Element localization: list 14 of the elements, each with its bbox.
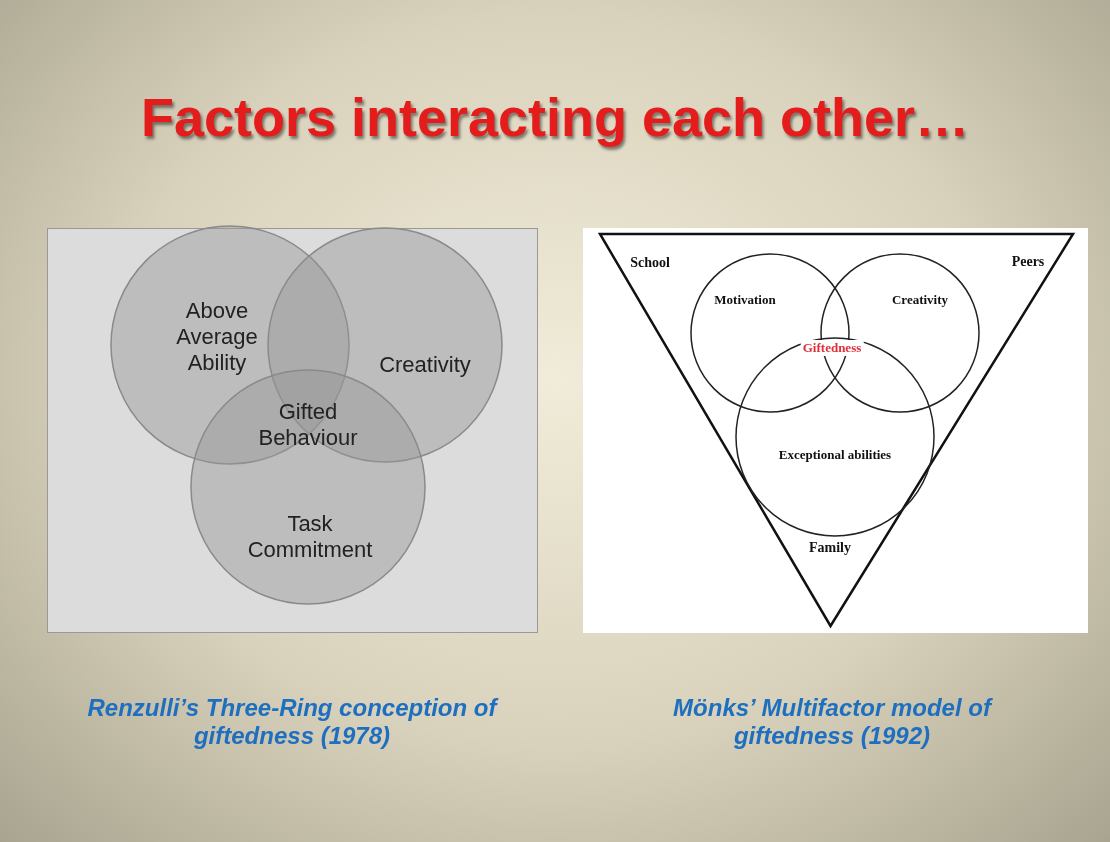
circle-label: Above Average Ability [175,298,259,376]
circle-label: Task Commitment [246,511,374,563]
context-label: School [629,255,671,271]
overlap-label: Gifted Behaviour [257,399,359,451]
circle-label: Creativity [378,352,472,378]
circle-label: Exceptional abilities [777,447,893,463]
context-label: Family [808,540,852,556]
overlap-label: Giftedness [800,340,864,356]
context-label: Peers [1010,254,1046,270]
slide-title: Factors interacting each other… [139,86,971,148]
circle-label: Motivation [713,292,777,308]
figure-caption: Mönks’ Multifactor model of giftedness (1992) [672,694,994,750]
figure-caption: Renzulli’s Three-Ring conception of giftedness (1978) [86,694,500,750]
circle-label: Creativity [890,292,950,308]
